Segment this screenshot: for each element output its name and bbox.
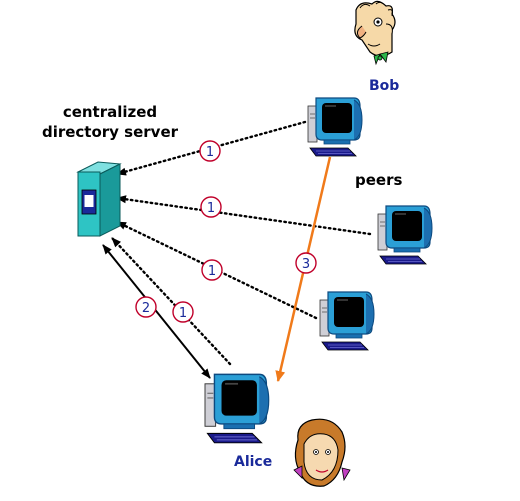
step-circle-register-peer3: 1 — [201, 259, 223, 281]
computer-icon-peer2 — [377, 205, 433, 265]
step-label: 1 — [206, 145, 214, 160]
server-label-line2: directory server — [42, 123, 179, 141]
alice-label: Alice — [234, 454, 272, 470]
bob-face-icon — [354, 0, 396, 66]
register-arrow-alice — [110, 236, 232, 366]
step-label: 2 — [142, 301, 150, 316]
step-circle-transfer: 3 — [295, 252, 317, 274]
computer-icon-peer3 — [319, 291, 375, 351]
step-circle-query: 2 — [135, 296, 157, 318]
step-label: 3 — [302, 257, 310, 272]
query-arrow — [102, 244, 211, 379]
step-circle-register-alice: 1 — [172, 301, 194, 323]
alice-face-icon — [293, 418, 351, 487]
step-label: 1 — [207, 201, 215, 216]
step-label: 1 — [208, 264, 216, 279]
register-arrow-peer2 — [115, 195, 372, 236]
computer-icon-bob — [307, 97, 363, 157]
step-circle-register-peer2: 1 — [200, 196, 222, 218]
directory-server-icon — [76, 161, 122, 237]
step-circle-register-bob: 1 — [199, 140, 221, 162]
peers-label: peers — [355, 171, 402, 189]
bob-label: Bob — [369, 78, 399, 94]
server-label-line1: centralized — [63, 103, 157, 121]
computer-icon-alice — [204, 373, 270, 444]
step-label: 1 — [179, 306, 187, 321]
